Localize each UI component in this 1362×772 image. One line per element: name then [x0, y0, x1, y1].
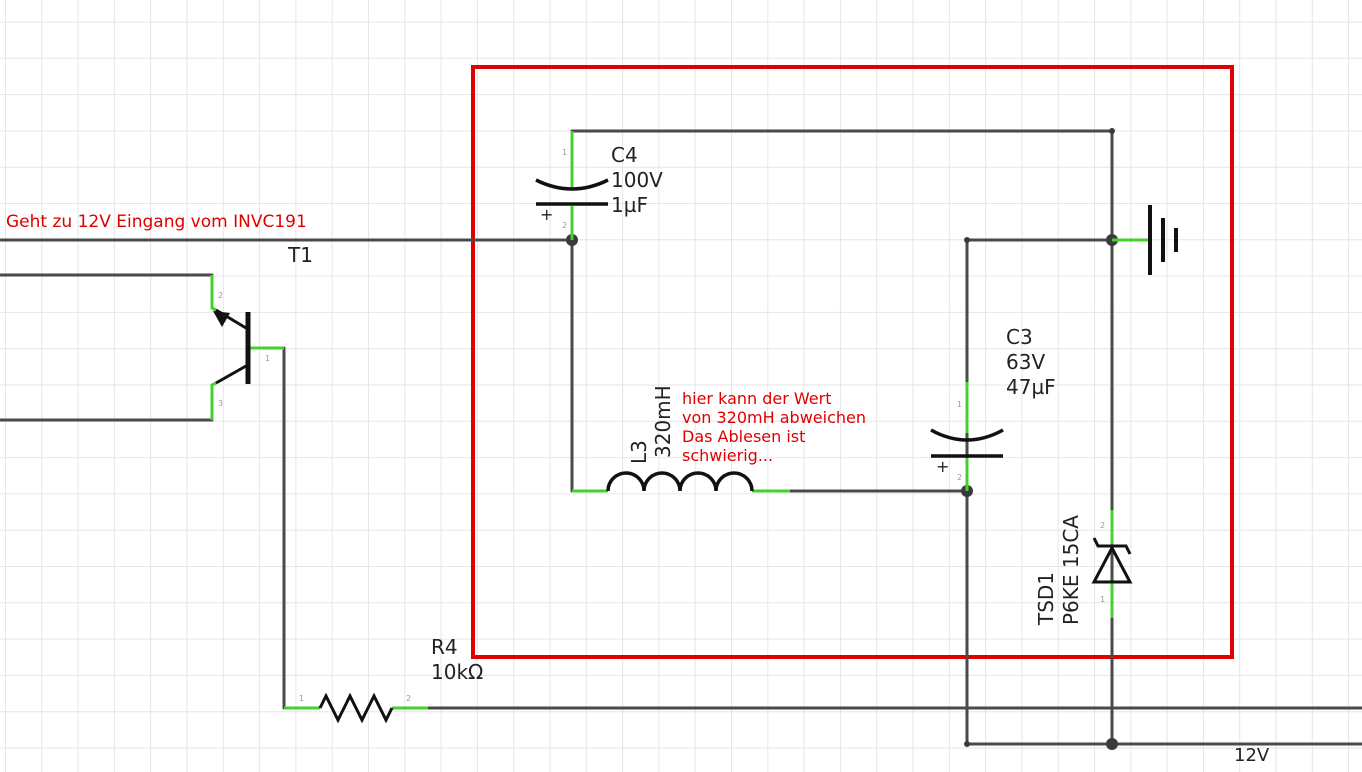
t1-pin-3: 3 [218, 399, 223, 408]
junction-dot [1106, 738, 1118, 750]
l3-ref: L3 [627, 440, 651, 464]
t1-lead-collector [210, 275, 217, 312]
highlight-box [471, 65, 1234, 659]
l3-value: 320mH [651, 385, 675, 458]
r4-zigzag [318, 692, 394, 724]
resistor-r4[interactable]: 1 2 R4 10kΩ [284, 635, 483, 724]
tsd1-triangle [1091, 544, 1133, 584]
tsd1-pin-1: 1 [1100, 595, 1105, 604]
wire-corner [1109, 128, 1115, 134]
note-line-3: Das Ablesen ist [682, 427, 805, 446]
c4-ref: C4 [611, 143, 638, 167]
capacitor-c4[interactable]: + 1 2 C4 100V 1µF [535, 131, 663, 240]
note-line-1: hier kann der Wert [682, 389, 832, 408]
c4-pin-1: 1 [562, 148, 567, 157]
wire-corner [964, 741, 970, 747]
note-line-2: von 320mH abweichen [682, 408, 866, 427]
c4-curved-plate [535, 178, 609, 191]
c4-value: 1µF [611, 193, 648, 217]
c3-value: 47µF [1006, 375, 1056, 399]
tsd1-value: P6KE 15CA [1059, 515, 1083, 625]
c3-voltage: 63V [1006, 350, 1045, 374]
c3-pin-1: 1 [957, 400, 962, 409]
t1-lead-emitter [210, 381, 217, 420]
tsd1-ref: TSD1 [1034, 572, 1058, 626]
ground-symbol[interactable] [1112, 205, 1178, 275]
c3-curved-plate [930, 428, 1004, 442]
input-annotation: Geht zu 12V Eingang vom INVC191 [6, 212, 307, 232]
tsd1-bar [1092, 537, 1132, 555]
r4-pin-1: 1 [299, 694, 304, 703]
c3-polarity: + [936, 457, 949, 476]
t1-emitter-line [215, 364, 247, 385]
c4-pin-2: 2 [562, 221, 567, 230]
net-label-12v: 12V [1234, 745, 1270, 766]
diode-tsd1[interactable]: 2 1 TSD1 P6KE 15CA [1034, 510, 1133, 626]
inductor-note: hier kann der Wert von 320mH abweichen D… [682, 389, 866, 465]
t1-arrow [213, 311, 230, 327]
note-line-4: schwierig... [682, 446, 773, 465]
capacitor-c3[interactable]: + 1 2 C3 63V 47µF [930, 325, 1056, 491]
tsd1-pin-2: 2 [1100, 521, 1105, 530]
transistor-t1[interactable]: 2 1 3 T1 [210, 243, 313, 420]
c3-ref: C3 [1006, 325, 1033, 349]
r4-pin-2: 2 [406, 694, 411, 703]
l3-coil [606, 471, 754, 492]
c3-pin-2: 2 [957, 473, 962, 482]
inductor-l3[interactable]: L3 320mH [572, 385, 790, 493]
r4-ref: R4 [431, 635, 458, 659]
wires [0, 129, 1362, 746]
t1-pin-2: 2 [218, 291, 223, 300]
c4-voltage: 100V [611, 168, 663, 192]
r4-value: 10kΩ [431, 660, 483, 684]
t1-ref: T1 [287, 243, 313, 267]
t1-pin-1: 1 [265, 354, 270, 363]
wire-corner [964, 237, 970, 243]
c4-polarity: + [540, 205, 553, 224]
